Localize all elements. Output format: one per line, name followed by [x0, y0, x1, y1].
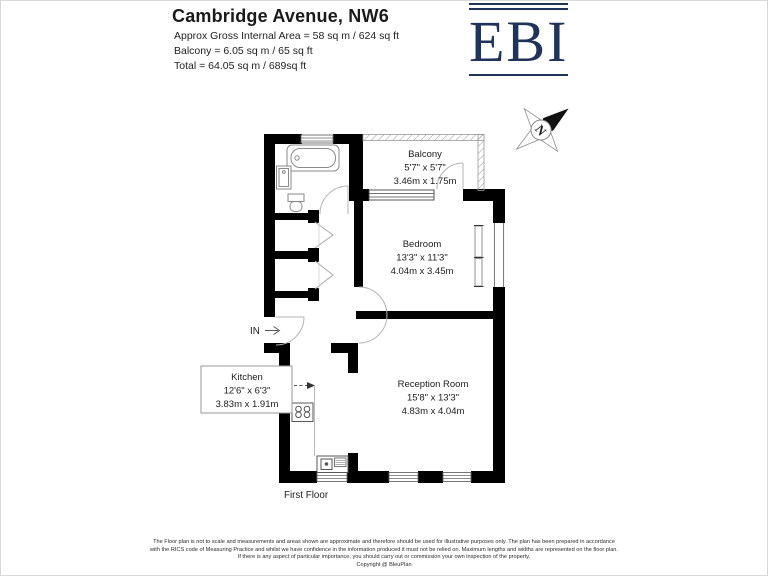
area-line-balcony: Balcony = 6.05 sq m / 65 sq ft	[174, 45, 313, 57]
stove-icon	[291, 402, 314, 422]
floor-label: First Floor	[284, 490, 329, 501]
area-line-total: Total = 64.05 sq m / 689sq ft	[174, 60, 307, 72]
bathroom-door	[319, 185, 349, 215]
reception-metric: 4.83m x 4.04m	[402, 406, 465, 417]
logo-rule-top-2	[469, 7, 568, 10]
room-balcony-label: Balcony 5'7" x 5'7" 3.46m x 1.75m	[394, 149, 457, 187]
walls	[264, 134, 505, 483]
entrance: IN	[250, 326, 281, 337]
windows	[300, 134, 505, 482]
ebi-logo: EBI	[469, 3, 568, 79]
room-bedroom-label: Bedroom 13'3" x 11'3" 4.04m x 3.45m	[391, 239, 454, 277]
kitchen-imperial: 12'6" x 6'3"	[224, 386, 271, 397]
balcony-name: Balcony	[408, 149, 442, 160]
bathroom-window	[300, 134, 334, 144]
reception-name: Reception Room	[398, 379, 469, 390]
toilet-icon	[287, 193, 305, 212]
footer-disclaimer: The Floor plan is not to scale and measu…	[1, 539, 767, 570]
bedroom-metric: 4.04m x 3.45m	[391, 266, 454, 277]
balcony-door	[436, 162, 464, 190]
entry-arrow-icon	[265, 326, 281, 335]
bottom-windows	[316, 472, 472, 482]
disclaimer-line-2: with the RICS code of Measuring Practice…	[150, 546, 618, 553]
doors	[275, 162, 464, 346]
balcony-metric: 3.46m x 1.75m	[394, 176, 457, 187]
kitchen-metric: 3.83m x 1.91m	[216, 399, 279, 410]
balcony-window	[368, 189, 435, 201]
basin-icon	[276, 165, 292, 190]
fixtures	[276, 144, 349, 473]
closet-doors	[314, 221, 334, 290]
area-line-gross: Approx Gross Internal Area = 58 sq m / 6…	[174, 30, 399, 42]
logo-rule-bottom	[469, 74, 568, 76]
bathtub-icon	[286, 144, 340, 172]
bedroom-right-windows	[474, 223, 505, 287]
logo-rule-top-1	[469, 3, 568, 5]
bedroom-door	[358, 286, 388, 344]
reception-imperial: 15'8" x 13'3"	[407, 393, 459, 404]
bedroom-name: Bedroom	[403, 239, 442, 250]
kitchen-name: Kitchen	[231, 372, 263, 383]
compass-north-icon: N	[515, 107, 569, 153]
room-reception-label: Reception Room 15'8" x 13'3" 4.83m x 4.0…	[398, 379, 469, 417]
balcony-railing	[362, 134, 485, 191]
kitchen-sink-icon	[316, 455, 349, 473]
page-title: Cambridge Avenue, NW6	[172, 6, 389, 26]
entry-door	[275, 316, 305, 346]
bedroom-imperial: 13'3" x 11'3"	[396, 253, 447, 264]
disclaimer-line-3: If there is any aspect of particular imp…	[237, 554, 531, 561]
kitchen-callout: Kitchen 12'6" x 6'3" 3.83m x 1.91m	[200, 365, 315, 414]
disclaimer-line-1: The Floor plan is not to scale and measu…	[153, 539, 615, 545]
logo-text: EBI	[469, 9, 569, 74]
balcony-imperial: 5'7" x 5'7"	[404, 163, 446, 174]
copyright-line: Copyright @ BleuPlan	[356, 562, 412, 569]
kitchen-leader-arrow-icon	[294, 382, 315, 389]
area-summary: Approx Gross Internal Area = 58 sq m / 6…	[174, 29, 399, 74]
entrance-label: IN	[250, 326, 260, 337]
